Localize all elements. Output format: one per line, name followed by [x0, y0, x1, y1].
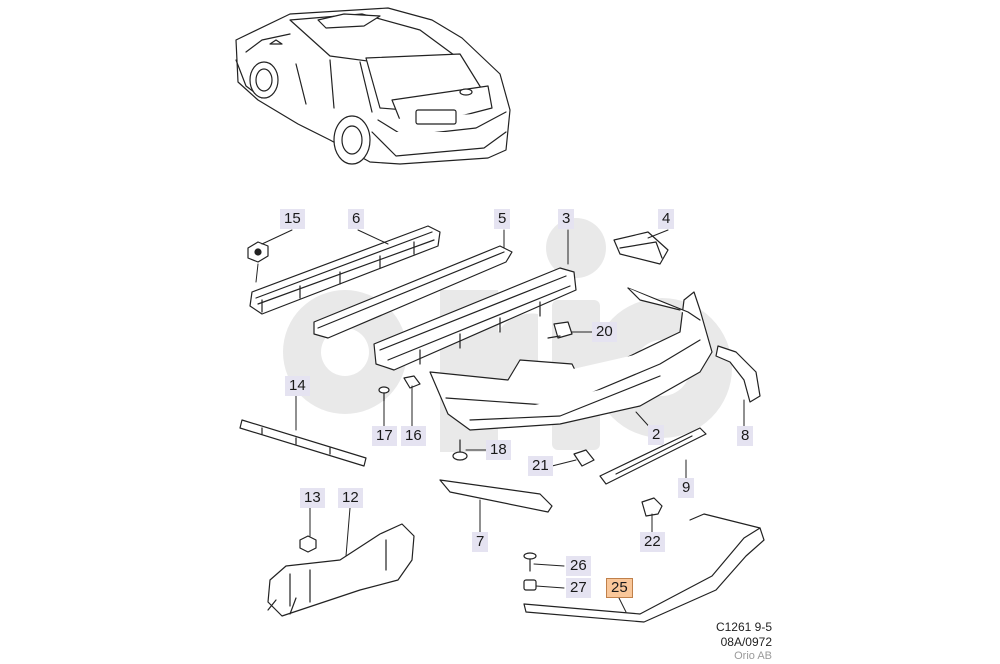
- callout-18[interactable]: 18: [486, 440, 511, 460]
- part-5-strip: [313, 245, 513, 339]
- part-12-bracket: [267, 523, 415, 617]
- part-22-sensor: [641, 497, 663, 517]
- callout-27[interactable]: 27: [566, 578, 591, 598]
- callout-26[interactable]: 26: [566, 556, 591, 576]
- part-21-holder: [573, 449, 595, 467]
- callout-5[interactable]: 5: [494, 209, 511, 229]
- callout-25[interactable]: 25: [606, 578, 633, 598]
- part-8-trim: [715, 345, 761, 403]
- callout-21[interactable]: 21: [528, 456, 553, 476]
- part-25-lower-trim: [523, 513, 765, 623]
- callout-17[interactable]: 17: [372, 426, 397, 446]
- part-15-nut: [247, 241, 269, 263]
- car-illustration: [235, 7, 511, 165]
- callout-12[interactable]: 12: [338, 488, 363, 508]
- part-2-bumper-cover: [429, 287, 713, 431]
- diagram-code: C1261 9-5: [715, 620, 772, 634]
- callout-13[interactable]: 13: [300, 488, 325, 508]
- callout-2[interactable]: 2: [648, 425, 665, 445]
- part-16-clip: [403, 375, 421, 389]
- callout-6[interactable]: 6: [348, 209, 365, 229]
- callout-14[interactable]: 14: [285, 376, 310, 396]
- part-6-reinforcement: [249, 225, 441, 315]
- leader-lines: [255, 229, 745, 613]
- part-27-spacer: [523, 579, 537, 591]
- part-3-absorber: [373, 267, 577, 371]
- part-20-clip: [547, 321, 573, 339]
- brand-watermark-text: Orio AB: [734, 650, 772, 662]
- diagram-reference: 08A/0972: [720, 635, 772, 649]
- callout-20[interactable]: 20: [592, 322, 617, 342]
- part-13-nut: [299, 535, 317, 553]
- part-26-bolt: [523, 552, 537, 572]
- callout-22[interactable]: 22: [640, 532, 665, 552]
- part-4-bracket: [613, 231, 669, 265]
- callout-4[interactable]: 4: [658, 209, 675, 229]
- callout-8[interactable]: 8: [737, 426, 754, 446]
- part-18-rivet: [452, 439, 468, 461]
- callout-16[interactable]: 16: [401, 426, 426, 446]
- part-14-strip: [239, 419, 367, 467]
- callout-15[interactable]: 15: [280, 209, 305, 229]
- part-7-trim: [439, 479, 553, 513]
- part-9-strip: [599, 427, 707, 485]
- callout-3[interactable]: 3: [558, 209, 575, 229]
- callout-9[interactable]: 9: [678, 478, 695, 498]
- callout-7[interactable]: 7: [472, 532, 489, 552]
